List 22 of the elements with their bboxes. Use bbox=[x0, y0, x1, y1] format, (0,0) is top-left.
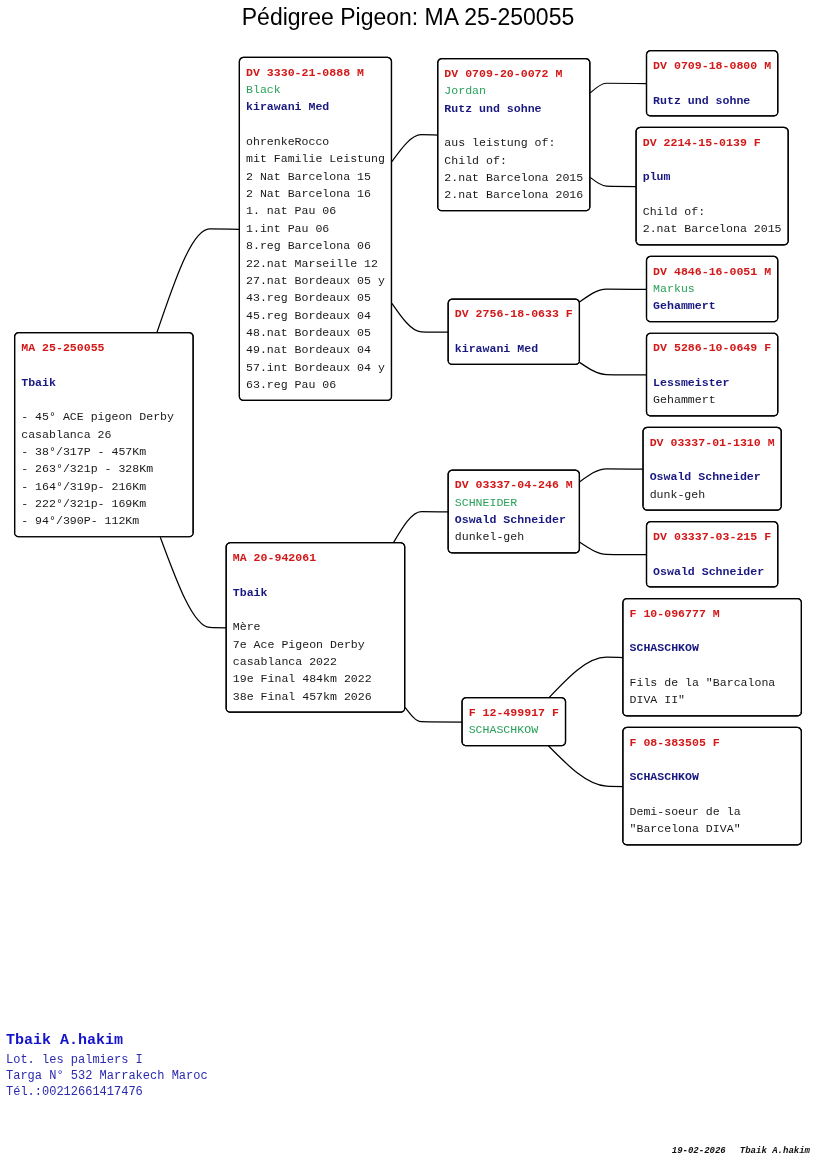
pedigree-card: MA 20-942061 Tbaik Mère 7e Ace Pigeon Derby casablanca 2022 19e Final 484km 2022 38e Final 457km 2026 bbox=[225, 542, 406, 713]
pedigree-card: F 08-383505 F SCHASCHKOW Demi-soeur de la "Barcelona DIVA" bbox=[622, 726, 802, 846]
pedigree-card: DV 03337-03-215 F Oswald Schneider bbox=[645, 521, 779, 588]
pedigree-card: DV 3330-21-0888 M Black kirawani Med ohrenkeRocco mit Familie Leistung 2 Nat Barcelona 15 2 Nat Barcelona 16 1. nat Pau 06 1.int Pau 06 8.reg Barcelona 06 22.nat Marseille 12 27.nat Bordeaux 05 y 43.reg Bordeaux 05 45.reg Bordeaux 04 48.nat Bordeaux 05 49.nat Bordeaux 04 57.int Bordeaux 04 y 63.reg Pau 06 bbox=[238, 56, 393, 401]
pedigree-card: F 10-096777 M SCHASCHKOW Fils de la "Barcalona DIVA II" bbox=[622, 597, 802, 717]
pedigree-card: DV 5286-10-0649 F Lessmeister Gehammert bbox=[645, 332, 779, 417]
pedigree-card: MA 25-250055 Tbaik - 45° ACE pigeon Derby casablanca 26 - 38°/317P - 457Km - 263°/321p - 328Km - 164°/319p- 216Km - 222°/321p- 169Km - 94°/390P- 112Km bbox=[14, 332, 194, 538]
pedigree-card: DV 2756-18-0633 F kirawani Med bbox=[447, 298, 581, 366]
owner-name: Tbaik A.hakim bbox=[739, 1146, 810, 1156]
pedigree-card: DV 03337-01-1310 M Oswald Schneider dunk-geh bbox=[642, 426, 782, 511]
address-line: Targa N° 532 Marrakech Maroc bbox=[6, 1068, 208, 1084]
pedigree-card: DV 03337-04-246 M SCHNEIDER Oswald Schneider dunkel-geh bbox=[447, 469, 581, 554]
address-line: Lot. les palmiers I bbox=[6, 1052, 143, 1068]
phone-number: Tél.:00212661417476 bbox=[6, 1084, 143, 1100]
pedigree-card: F 12-499917 F SCHASCHKOW bbox=[461, 697, 567, 747]
owner-name: Tbaik A.hakim bbox=[6, 1031, 124, 1051]
page-title: Pédigree Pigeon: MA 25-250055 bbox=[241, 4, 575, 30]
pedigree-card: DV 0709-18-0800 M Rutz und sohne bbox=[645, 50, 779, 117]
pedigree-card: DV 2214-15-0139 F plum Child of: 2.nat Barcelona 2015 bbox=[635, 126, 789, 246]
pedigree-card: DV 4846-16-0051 M Markus Gehammert bbox=[645, 255, 779, 323]
pedigree-card: DV 0709-20-0072 M Jordan Rutz und sohne aus leistung of: Child of: 2.nat Barcelona 2015 2.nat Barcelona 2016 bbox=[437, 58, 591, 212]
print-date: 19-02-2026 bbox=[671, 1146, 726, 1156]
